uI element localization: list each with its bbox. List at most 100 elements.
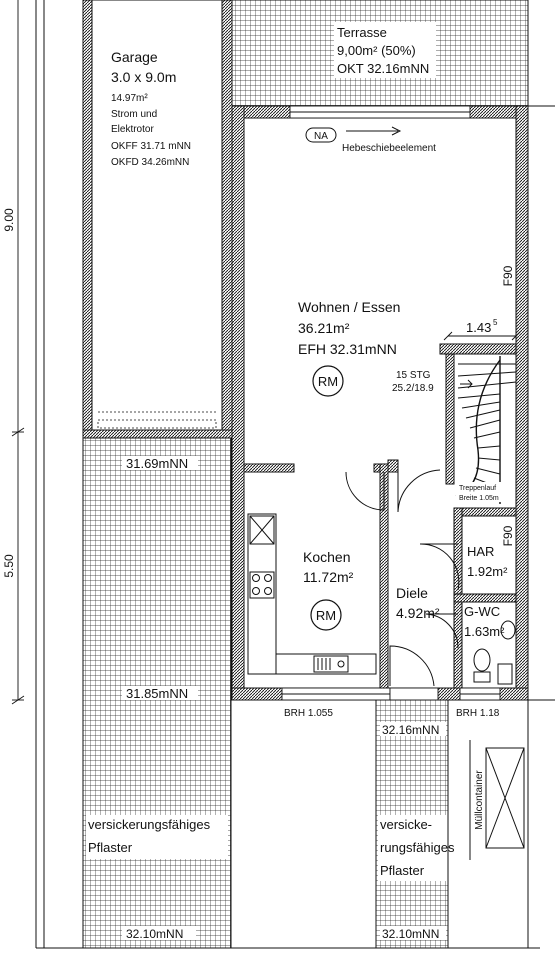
stove-burner-3 xyxy=(252,587,260,595)
kitchen-wall-right xyxy=(379,463,389,689)
level-l4: 32.10mNN xyxy=(126,927,183,941)
f90-top: F90 xyxy=(501,265,515,286)
har-area: 1.92m² xyxy=(467,564,508,579)
stair-note2: Breite 1.05m xyxy=(459,495,499,502)
har-door-swing xyxy=(419,543,460,591)
pflaster-right-2: rungsfähiges xyxy=(380,840,455,855)
diele-door-swing xyxy=(397,464,441,513)
garage-door xyxy=(97,419,217,429)
level-l5: 32.10mNN xyxy=(382,927,439,941)
kitchen-counter-bottom xyxy=(275,653,377,675)
wc-riser xyxy=(497,663,513,685)
wohnen-area: 36.21m² xyxy=(298,320,350,336)
stair-note1: Treppenlauf xyxy=(459,485,496,492)
diele-title: Diele xyxy=(396,585,428,601)
kitchen-counter-left xyxy=(247,513,277,675)
muell-label: Müllcontainer xyxy=(474,770,485,830)
brh-left: BRH 1.055 xyxy=(284,708,333,719)
wc-wall-top xyxy=(453,593,517,603)
rm-kochen: RM xyxy=(316,608,336,623)
entry-door-swing xyxy=(389,645,435,687)
kochen-area: 11.72m² xyxy=(303,569,354,585)
level-box-l3 xyxy=(380,722,446,736)
muell-box xyxy=(485,747,525,849)
fridge-x xyxy=(249,515,275,545)
pflaster-box-right xyxy=(378,815,448,881)
har-wall-top xyxy=(453,507,517,517)
stair-dim-tick-l xyxy=(443,331,453,341)
level-l1: 31.69mNN xyxy=(126,456,188,471)
smoke-detector-kochen xyxy=(310,599,342,631)
wc-toilet-tank xyxy=(473,671,491,683)
garage-wall-right xyxy=(221,0,233,431)
pflaster-left-2: Pflaster xyxy=(88,840,133,855)
house-wall-right xyxy=(515,105,529,701)
garage-wall-left xyxy=(82,0,93,431)
kitchen-wall-top-left xyxy=(243,463,295,473)
wohnen-level: EFH 32.31mNN xyxy=(298,341,397,357)
wc-door-swing xyxy=(425,613,459,649)
stair-wall-top xyxy=(439,343,517,355)
terrasse-level: OKT 32.16mNN xyxy=(337,61,429,76)
pflaster-box-left xyxy=(86,815,228,859)
diele-area: 4.92m² xyxy=(396,605,440,621)
stair-ratio: 25.2/18.9 xyxy=(392,383,434,394)
level-l2: 31.85mNN xyxy=(126,686,188,701)
stair-dim-tick-r xyxy=(511,331,521,341)
window-entry xyxy=(389,687,439,701)
pflaster-right-3: Pflaster xyxy=(380,863,425,878)
gwc-area: 1.63m² xyxy=(464,624,505,639)
stair-steps: 15 STG xyxy=(396,370,431,381)
brh-right: BRH 1.18 xyxy=(456,708,500,719)
wohnen-title: Wohnen / Essen xyxy=(298,299,400,315)
f90-har: F90 xyxy=(501,525,515,546)
kitchen-door-swing xyxy=(345,471,385,511)
stove xyxy=(249,571,275,599)
terrasse-title: Terrasse xyxy=(337,25,387,40)
stair-treads xyxy=(455,356,517,504)
terrasse-label-box xyxy=(334,22,436,78)
stair-width-dim: 1.43 xyxy=(466,320,491,335)
wc-basin xyxy=(500,620,516,640)
sink-drain xyxy=(337,660,345,668)
house-wall-left xyxy=(231,105,245,701)
smoke-detector-wohnen xyxy=(312,365,344,397)
slide-arrow-head xyxy=(391,126,402,136)
stove-burner-4 xyxy=(264,587,272,595)
diele-wall-stair xyxy=(387,459,399,473)
pflaster-right-1: versicke- xyxy=(380,817,432,832)
garage-note2: Elektrotor xyxy=(111,124,154,135)
stove-burner-1 xyxy=(252,574,260,582)
garage-note1: Strom und xyxy=(111,109,157,120)
kochen-title: Kochen xyxy=(303,549,350,565)
garage-sill xyxy=(82,429,233,439)
sink xyxy=(313,655,349,673)
har-title: HAR xyxy=(467,544,494,559)
fridge xyxy=(249,515,275,545)
terrasse-area: 9,00m² (50%) xyxy=(337,43,416,58)
level-box-l2 xyxy=(122,686,198,700)
stair-note-box xyxy=(456,482,514,502)
sliding-door-label: Hebeschiebeelement xyxy=(342,143,436,154)
garage-title: Garage xyxy=(111,49,158,65)
level-box-l4 xyxy=(122,926,196,940)
garage-area: 14.97m² xyxy=(111,93,148,104)
stair-wall-left xyxy=(445,353,455,485)
garage-okff: OKFF 31.71 mNN xyxy=(111,141,191,152)
level-box-l5 xyxy=(380,926,446,940)
dim-left-top: 9.00 xyxy=(2,208,16,232)
rm-wohnen: RM xyxy=(318,374,338,389)
dim-left-bottom: 5.50 xyxy=(2,554,16,578)
pflaster-left-1: versickerungsfähiges xyxy=(88,817,211,832)
level-box-l1 xyxy=(122,456,198,470)
muell-x xyxy=(485,747,525,849)
wc-toilet xyxy=(473,648,491,672)
level-l3: 32.16mNN xyxy=(382,723,439,737)
sink-drainer xyxy=(317,658,331,670)
stair-arrow xyxy=(460,379,473,389)
stove-burner-2 xyxy=(264,574,272,582)
door-tag-na-text: NA xyxy=(314,131,328,142)
door-tag-na xyxy=(305,127,337,143)
gwc-title: G-WC xyxy=(464,604,500,619)
